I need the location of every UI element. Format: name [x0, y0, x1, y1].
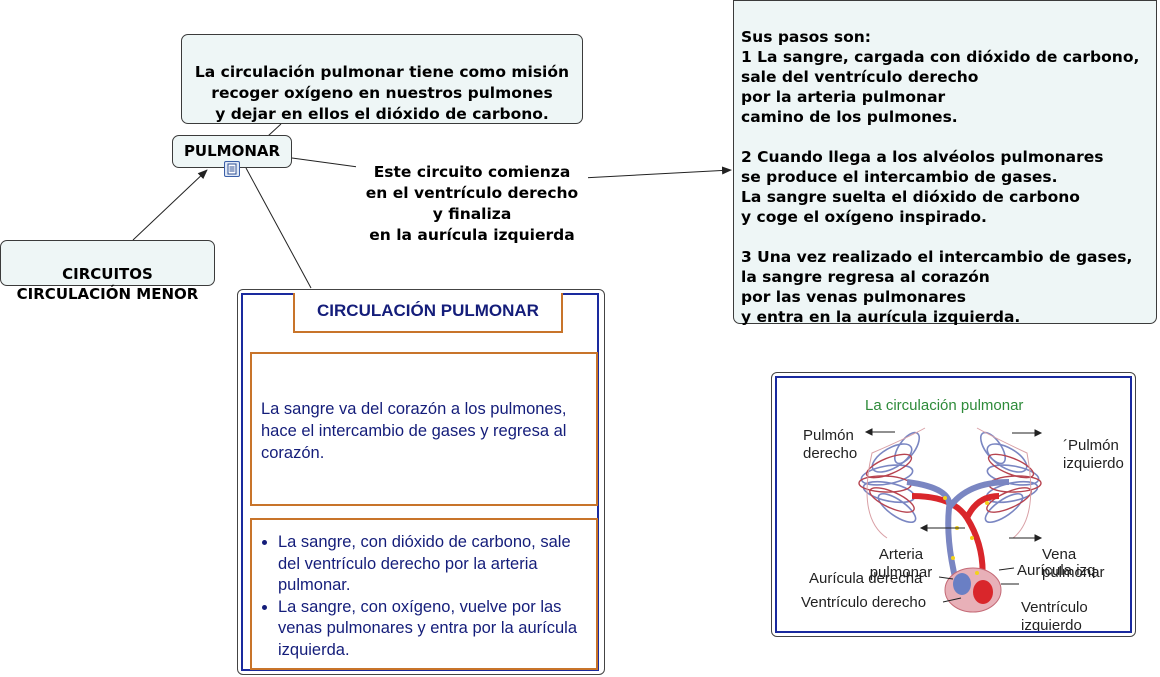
link-label-steps [581, 166, 732, 179]
pulmonar-text: PULMONAR [183, 142, 281, 160]
heart-chamber-right [953, 573, 971, 595]
mission-text: La circulación pulmonar tiene como misió… [194, 63, 570, 123]
label-pulmon-derecho: Pulmón derecho [803, 427, 858, 462]
pulmonar-node[interactable]: PULMONAR [172, 135, 292, 168]
circulacion-card[interactable]: CIRCULACIÓN PULMONAR La sangre va del co… [237, 289, 605, 675]
link-circuitos-pulmonar [132, 169, 208, 241]
steps-node[interactable]: Sus pasos son: 1 La sangre, cargada con … [733, 0, 1157, 326]
label-arteria: Arteria pulmonar [869, 546, 933, 581]
circuitos-text: CIRCUITOS CIRCULACIÓN MENOR [16, 265, 199, 303]
label-arrows [864, 428, 1043, 603]
circuit-label-text: Este circuito comienza en el ventrículo … [365, 163, 579, 244]
label-vena: Vena pulmonar [1042, 546, 1105, 581]
link-mission-pulmonar [267, 123, 282, 137]
label-pulmon-izquierdo: ´Pulmón izquierdo [1063, 437, 1124, 472]
card-summary: La sangre va del corazón a los pulmones,… [261, 400, 567, 462]
label-auricula-derecha: Aurícula derecha [809, 570, 923, 587]
card-title-box: CIRCULACIÓN PULMONAR [293, 293, 563, 333]
figure-card[interactable]: La circulación pulmonar Pulmón derecho ´… [771, 372, 1136, 637]
card-bullet-2: La sangre, con oxígeno, vuelve por las v… [278, 597, 594, 662]
note-icon[interactable] [224, 161, 240, 177]
label-ventriculo-izquierdo: Ventrículo izquierdo [1021, 599, 1088, 633]
circulation-illustration [858, 427, 1043, 613]
circuit-label: Este circuito comienza en el ventrículo … [356, 141, 588, 246]
circuitos-node[interactable]: CIRCUITOS CIRCULACIÓN MENOR [0, 240, 215, 303]
card-bullets-box: La sangre, con dióxido de carbono, sale … [250, 518, 598, 670]
steps-text: Sus pasos son: 1 La sangre, cargada con … [741, 28, 1140, 326]
link-pulmonar-card [245, 167, 312, 289]
body-outline [866, 427, 1032, 539]
figure-title: La circulación pulmonar [865, 397, 1024, 414]
label-ventriculo-derecho: Ventrículo derecho [801, 594, 927, 611]
card-bullet-1: La sangre, con dióxido de carbono, sale … [278, 532, 594, 597]
link-pulmonar-label [291, 157, 359, 168]
mission-node[interactable]: La circulación pulmonar tiene como misió… [181, 34, 583, 124]
card-title: CIRCULACIÓN PULMONAR [317, 301, 539, 320]
heart-chamber-left [973, 580, 993, 604]
card-summary-box: La sangre va del corazón a los pulmones,… [250, 352, 598, 506]
card-bullet-list: La sangre, con dióxido de carbono, sale … [252, 532, 594, 661]
figure-inner-frame: La circulación pulmonar Pulmón derecho ´… [775, 376, 1132, 633]
label-auricula-izq: Aurícula izq. [1017, 562, 1100, 579]
